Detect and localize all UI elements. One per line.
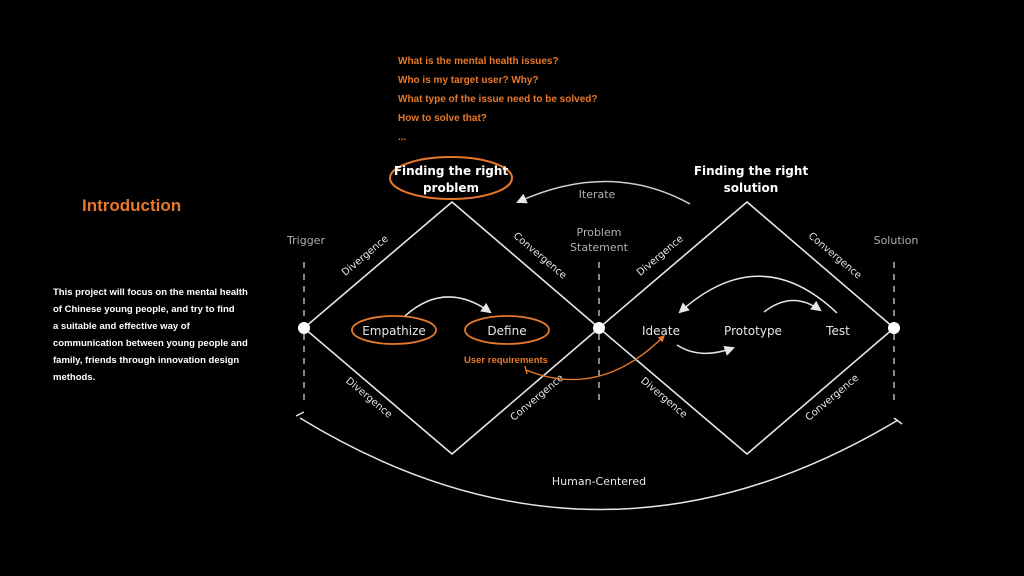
intro-title: Introduction bbox=[82, 196, 182, 215]
empathize-highlight bbox=[351, 315, 437, 345]
convergence-label: Convergence bbox=[806, 231, 864, 282]
iterate-label: Iterate bbox=[579, 188, 616, 201]
problem-statement-label-2: Statement bbox=[570, 241, 629, 254]
intro-line: family, friends through innovation desig… bbox=[53, 355, 240, 366]
ideate-to-prototype-arrow bbox=[676, 344, 735, 356]
question-ellipsis: ... bbox=[398, 132, 407, 143]
empathize-to-define-arrow bbox=[404, 296, 492, 317]
intro-line: methods. bbox=[53, 372, 96, 383]
human-centered-arc bbox=[299, 417, 899, 511]
question: Who is my target user? Why? bbox=[398, 75, 539, 86]
problem-diamond bbox=[303, 201, 600, 455]
stage-ideate: Ideate bbox=[642, 324, 680, 338]
question: How to solve that? bbox=[398, 113, 487, 124]
intro-body: This project will focus on the mental he… bbox=[53, 284, 278, 386]
problem-heading-line-2: problem bbox=[423, 181, 479, 195]
user-requirements-arrow bbox=[525, 335, 665, 381]
solution-label: Solution bbox=[874, 234, 919, 247]
solution-heading-line-2: solution bbox=[724, 181, 779, 195]
iterate-arrow bbox=[516, 180, 691, 205]
research-questions: What is the mental health issues? Who is… bbox=[398, 52, 597, 147]
problem-heading-line-1: Finding the right bbox=[394, 164, 509, 178]
define-highlight bbox=[464, 315, 550, 345]
stage-define: Define bbox=[487, 324, 526, 338]
stage-test: Test bbox=[825, 324, 850, 338]
question: What is the mental health issues? bbox=[398, 56, 559, 67]
convergence-label: Convergence bbox=[511, 231, 569, 282]
solution-node bbox=[888, 322, 900, 334]
user-requirements-tick bbox=[524, 365, 528, 375]
divergence-label: Divergence bbox=[340, 234, 391, 279]
problem-heading-highlight bbox=[389, 156, 513, 200]
human-centered-label: Human-Centered bbox=[552, 475, 646, 488]
user-requirements-label: User requirements bbox=[464, 355, 548, 366]
intro-line: a suitable and effective way of bbox=[53, 321, 190, 332]
test-to-ideate-arrow bbox=[678, 275, 838, 314]
trigger-node bbox=[298, 322, 310, 334]
trigger-label: Trigger bbox=[286, 234, 325, 247]
arc-end-tick-left bbox=[295, 411, 305, 417]
intro-line: communication between young people and bbox=[53, 338, 248, 349]
arc-end-tick-right bbox=[893, 417, 903, 425]
intro-line: of Chinese young people, and try to find bbox=[53, 304, 235, 315]
solution-heading-line-1: Finding the right bbox=[694, 164, 809, 178]
stage-prototype: Prototype bbox=[724, 324, 782, 338]
problem-statement-label-1: Problem bbox=[577, 226, 622, 239]
divergence-label: Divergence bbox=[635, 234, 686, 279]
stage-empathize: Empathize bbox=[362, 324, 426, 338]
question: What type of the issue need to be solved… bbox=[398, 94, 598, 105]
problem-statement-node bbox=[593, 322, 605, 334]
prototype-to-test-arrow bbox=[763, 299, 822, 313]
intro-line: This project will focus on the mental he… bbox=[53, 287, 248, 298]
